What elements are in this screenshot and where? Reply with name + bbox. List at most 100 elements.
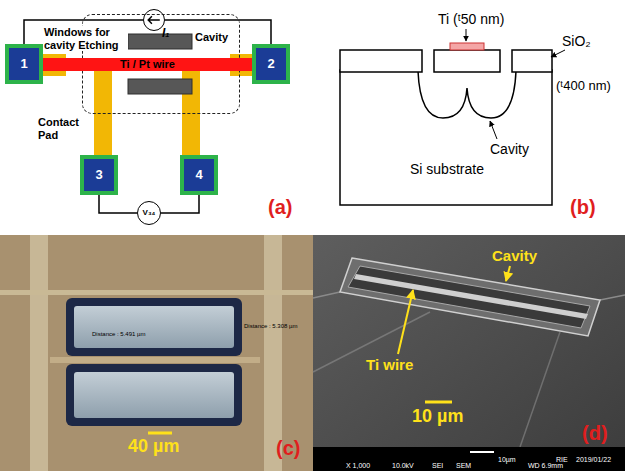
node-text: 1 <box>20 57 27 72</box>
node-text: I₁ <box>162 27 170 41</box>
wire-connector <box>161 195 199 213</box>
wire-connector <box>99 195 137 213</box>
sem-edge <box>520 332 560 447</box>
arrow-symbol <box>144 10 164 30</box>
layer-label: Ti (ᵗ50 nm) <box>438 10 504 28</box>
contact-pad: 4 <box>180 155 218 195</box>
layer-label: Ti (ᵗ50 nm) <box>438 11 504 27</box>
wire-strip <box>50 357 260 363</box>
sem-info: X 1,000 <box>346 462 370 470</box>
dimension-label: (ᵗ400 nm) <box>556 79 611 94</box>
sem-info: 10µm <box>498 456 516 464</box>
panel-label: (a) <box>268 196 292 219</box>
sem-info: 10.0kV <box>392 462 414 470</box>
leader-line <box>466 29 467 41</box>
sem-edge <box>313 292 340 298</box>
node-text: Cavity <box>195 31 228 44</box>
current-source: I₁ <box>143 9 165 31</box>
panel-label: (c) <box>276 437 300 460</box>
node-text: 4 <box>195 168 202 183</box>
sem-info: 2019/01/22 <box>576 456 611 464</box>
panel-label: (a) <box>268 196 292 219</box>
measurement-text: Distance : 5.491 µm <box>92 322 145 340</box>
callout-label: Ti wire <box>366 356 413 374</box>
etch-window <box>128 79 192 94</box>
sio2-layer <box>340 50 422 72</box>
measurement-text: Distance : 5.308 µm <box>244 314 297 332</box>
dimension-label: (ᵗ400 nm) <box>556 76 611 94</box>
cavity-pit <box>348 266 590 328</box>
contact-pad: 2 <box>252 44 290 84</box>
cavity-window <box>66 364 242 426</box>
leader-arrow <box>506 266 510 281</box>
layer-label: SiO₂ <box>562 32 591 50</box>
scale-label: 40 µm <box>128 436 179 457</box>
sem-info: WD 6.9mm <box>528 454 563 471</box>
region-label: Cavity <box>490 140 529 158</box>
contact-pad: 1 <box>5 44 43 84</box>
ti-film <box>450 43 484 50</box>
leader-line <box>490 121 497 139</box>
callout-label: Windows for cavity Etching <box>44 26 128 51</box>
scale-label: 10 µm <box>412 406 463 427</box>
micrograph-background <box>0 235 313 471</box>
measurement-text: Distance : 5.491 µm <box>92 331 145 338</box>
scale-label: 40 µm <box>128 436 179 457</box>
metal-wire: Ti / Pt wire <box>43 58 252 72</box>
scale-bar <box>470 451 494 453</box>
cavity-window <box>66 298 242 356</box>
measurement-text: Distance : 5.308 µm <box>244 323 297 330</box>
cavity-outline <box>418 71 516 118</box>
scale-bar <box>148 432 172 435</box>
sem-background <box>313 235 625 471</box>
micrograph-strip <box>30 235 48 471</box>
layer-label: SiO₂ <box>562 33 591 49</box>
etch-window <box>128 34 192 49</box>
node-text: Ti / Pt wire <box>120 58 175 71</box>
sem-info: SEM <box>456 462 471 470</box>
panel-label: (c) <box>276 437 300 460</box>
scale-label: 10 µm <box>412 406 463 427</box>
leader-arrow <box>398 290 413 354</box>
node-text: 2 <box>267 57 274 72</box>
sem-info: X 1,000 <box>346 454 370 471</box>
ti-wire-bar <box>354 274 588 319</box>
cavity-floor <box>74 372 234 418</box>
cavity-floor <box>74 306 234 348</box>
panel-label: (d) <box>582 422 608 445</box>
leader-line <box>551 50 565 57</box>
orange-lead <box>94 64 112 160</box>
scale-bar <box>425 401 452 404</box>
contact-pad: 3 <box>80 155 118 195</box>
sem-info: WD 6.9mm <box>528 462 563 470</box>
sio2-bridge <box>434 50 500 72</box>
sem-info: 2019/01/22 <box>576 448 611 466</box>
cavity-fill <box>418 68 516 118</box>
callout-label: Contact Pad <box>38 116 90 141</box>
sem-info-bar <box>313 447 625 471</box>
arrow-symbol <box>148 16 160 23</box>
region-label: Si substrate <box>410 160 484 178</box>
callout-label: Cavity <box>492 247 537 264</box>
sem-edge <box>600 295 625 300</box>
sem-info: 10µm <box>498 448 516 466</box>
panel-label: (b) <box>570 196 596 219</box>
panel-label: (b) <box>570 196 596 219</box>
cavity-rim <box>340 258 600 336</box>
callout-label: Windows for cavity Etching <box>44 26 128 51</box>
orange-lead <box>182 64 200 160</box>
callout-label: Ti wire <box>366 356 413 373</box>
micrograph-strip <box>264 235 282 471</box>
panel-label: (d) <box>582 422 608 445</box>
sem-info: SEI <box>432 462 443 470</box>
node-text: 3 <box>95 168 102 183</box>
callout-label: Cavity <box>492 247 537 265</box>
wire-connector <box>165 20 271 44</box>
sio2-layer <box>512 50 552 72</box>
callout-label: Contact Pad <box>38 116 90 141</box>
sem-info: SEM <box>456 454 471 471</box>
sem-info: 10.0kV <box>392 454 414 471</box>
region-label: Cavity <box>490 141 529 157</box>
region-label: Si substrate <box>410 161 484 177</box>
micrograph-strip <box>0 290 313 295</box>
